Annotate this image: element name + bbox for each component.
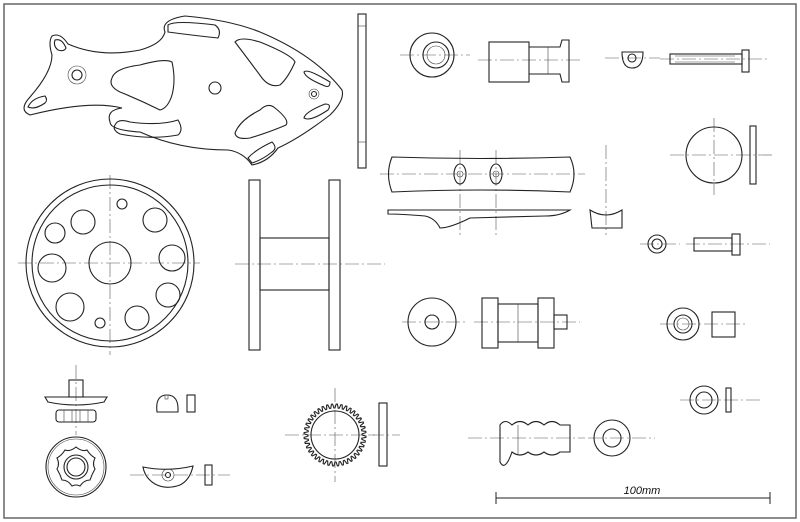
small-cap-part: [605, 51, 660, 69]
small-washer-and-pin: [640, 233, 770, 256]
spool-side-view: [235, 179, 385, 351]
drag-knob-top-view: [45, 436, 107, 498]
bushing-end-view: [400, 32, 470, 78]
gear-part: [285, 388, 400, 482]
nut-part: [660, 307, 748, 341]
pawl-part: [130, 464, 230, 488]
spacer-part: [680, 385, 760, 415]
scale-bar-label: 100mm: [624, 485, 661, 497]
washer-part: [402, 297, 465, 347]
fish-plate-side-view: [357, 13, 367, 169]
disc-part: [670, 118, 775, 195]
bushing-side-view: [478, 39, 580, 83]
lever-arm-part: [380, 150, 585, 235]
gear-teeth: [303, 403, 367, 467]
saddle-part: [589, 145, 623, 235]
large-washer-part: [588, 419, 655, 457]
reel-hub-side-view: [474, 297, 580, 349]
scale-bar: 100mm: [495, 485, 771, 504]
half-round-key-part: [156, 394, 196, 413]
sheet-border: [3, 3, 797, 519]
handle-knob-part: [468, 420, 585, 466]
fish-plate-part: [23, 15, 344, 166]
spoked-wheel-part: [18, 175, 200, 355]
pin-part: [660, 49, 768, 73]
drag-knob-side-view: [44, 365, 108, 435]
